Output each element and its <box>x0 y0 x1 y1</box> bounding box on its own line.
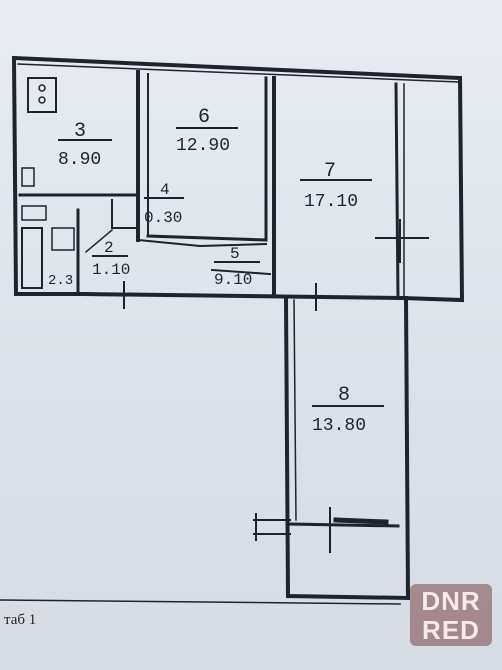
room2-area: 1.10 <box>92 261 130 279</box>
room3-number: 3 <box>74 120 86 143</box>
sink-kitchen <box>21 167 35 187</box>
balcony-door-mark <box>253 513 291 541</box>
room7-area: 17.10 <box>304 192 358 212</box>
room7-number: 7 <box>324 160 336 183</box>
room8-inner-wall <box>293 299 297 521</box>
stove-burner-1 <box>38 84 46 92</box>
room5-area: 9.10 <box>214 271 252 289</box>
outer-wall-upper <box>11 55 465 303</box>
room3-area: 8.90 <box>58 150 101 170</box>
wall-corridor-top <box>136 238 268 248</box>
wall-storage <box>111 199 139 229</box>
wall-room6-bottom <box>146 234 268 242</box>
room8-area: 13.80 <box>312 416 366 436</box>
bathtub <box>21 227 43 289</box>
room4-area: 0.30 <box>144 209 182 227</box>
room8-number: 8 <box>338 384 350 407</box>
watermark-line2: RED <box>422 615 480 645</box>
balcony-window <box>333 517 389 525</box>
room5-number: 5 <box>230 245 240 263</box>
room6-number: 6 <box>198 106 210 129</box>
watermark-logo: DNR RED <box>410 584 492 646</box>
wall-room7-right <box>394 82 400 300</box>
room2-number: 2 <box>104 239 114 257</box>
door-swing-room2 <box>84 228 114 254</box>
page-footer-label: таб 1 <box>4 612 37 628</box>
room6-area: 12.90 <box>176 136 230 156</box>
door-mark-room5 <box>210 268 272 276</box>
stove-burner-2 <box>38 96 46 104</box>
stove-box <box>27 77 57 113</box>
page-bottom-line <box>0 599 401 605</box>
balcony-divider <box>288 522 400 528</box>
bathroom-area: 2.3 <box>48 273 73 289</box>
top-window-band <box>17 63 459 83</box>
watermark-line1: DNR <box>421 586 481 616</box>
outer-wall-lower <box>283 295 411 601</box>
bath-sink <box>51 227 75 251</box>
wc-box <box>21 205 47 221</box>
room4-number: 4 <box>160 181 170 199</box>
